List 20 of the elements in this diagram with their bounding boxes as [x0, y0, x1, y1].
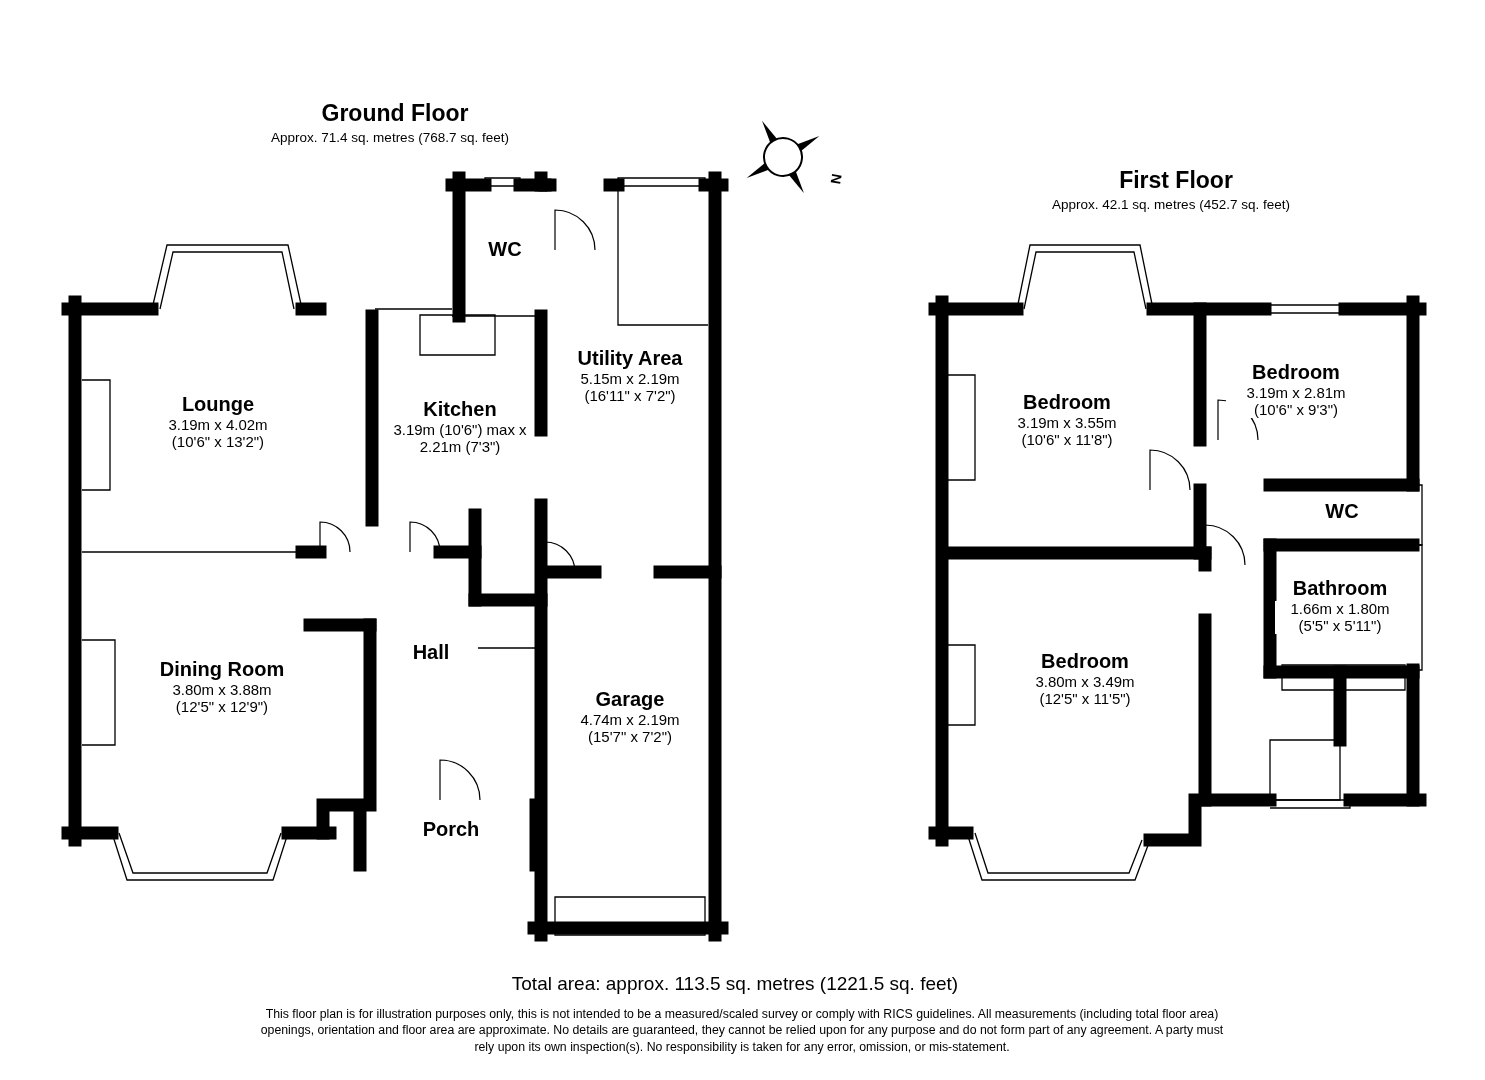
- room-name: Lounge: [181, 393, 255, 415]
- disclaimer: This floor plan is for illustration purposes only, this is not intended to be a measured/scaled survey or comply with RICS guidelines. All measurements (including total floor area) openings, orientation and floor area are approximate. No details are guaranteed, they cannot be relied upon for any purpose and do not form part of any agreement. A party must rely upon its own inspection(s). No responsibility is taken for any error, omission, or mis-statement.: [259, 1006, 1225, 1056]
- north-label: N: [826, 171, 846, 188]
- room-name: Porch: [422, 818, 480, 840]
- floor-area: Approx. 71.4 sq. metres (768.7 sq. feet): [230, 130, 550, 145]
- room-name: Bedroom: [1041, 650, 1129, 672]
- room-name: Utility Area: [577, 347, 683, 369]
- floor-area: Approx. 42.1 sq. metres (452.7 sq. feet): [1011, 197, 1331, 212]
- room-name: WC: [1325, 500, 1359, 522]
- total-area: Total area: approx. 113.5 sq. metres (1221.5 sq. feet): [385, 973, 1085, 995]
- room-name: Kitchen: [423, 398, 497, 420]
- floor-title: First Floor: [1118, 167, 1234, 194]
- room-name: Garage: [595, 688, 665, 710]
- room-name: Bedroom: [1023, 391, 1111, 413]
- room-name: Bedroom: [1252, 361, 1340, 383]
- floor-title: Ground Floor: [320, 100, 470, 127]
- room-name: WC: [488, 238, 522, 260]
- room-name: Hall: [412, 641, 450, 663]
- room-name: Dining Room: [159, 658, 285, 680]
- room-name: Bathroom: [1292, 577, 1388, 599]
